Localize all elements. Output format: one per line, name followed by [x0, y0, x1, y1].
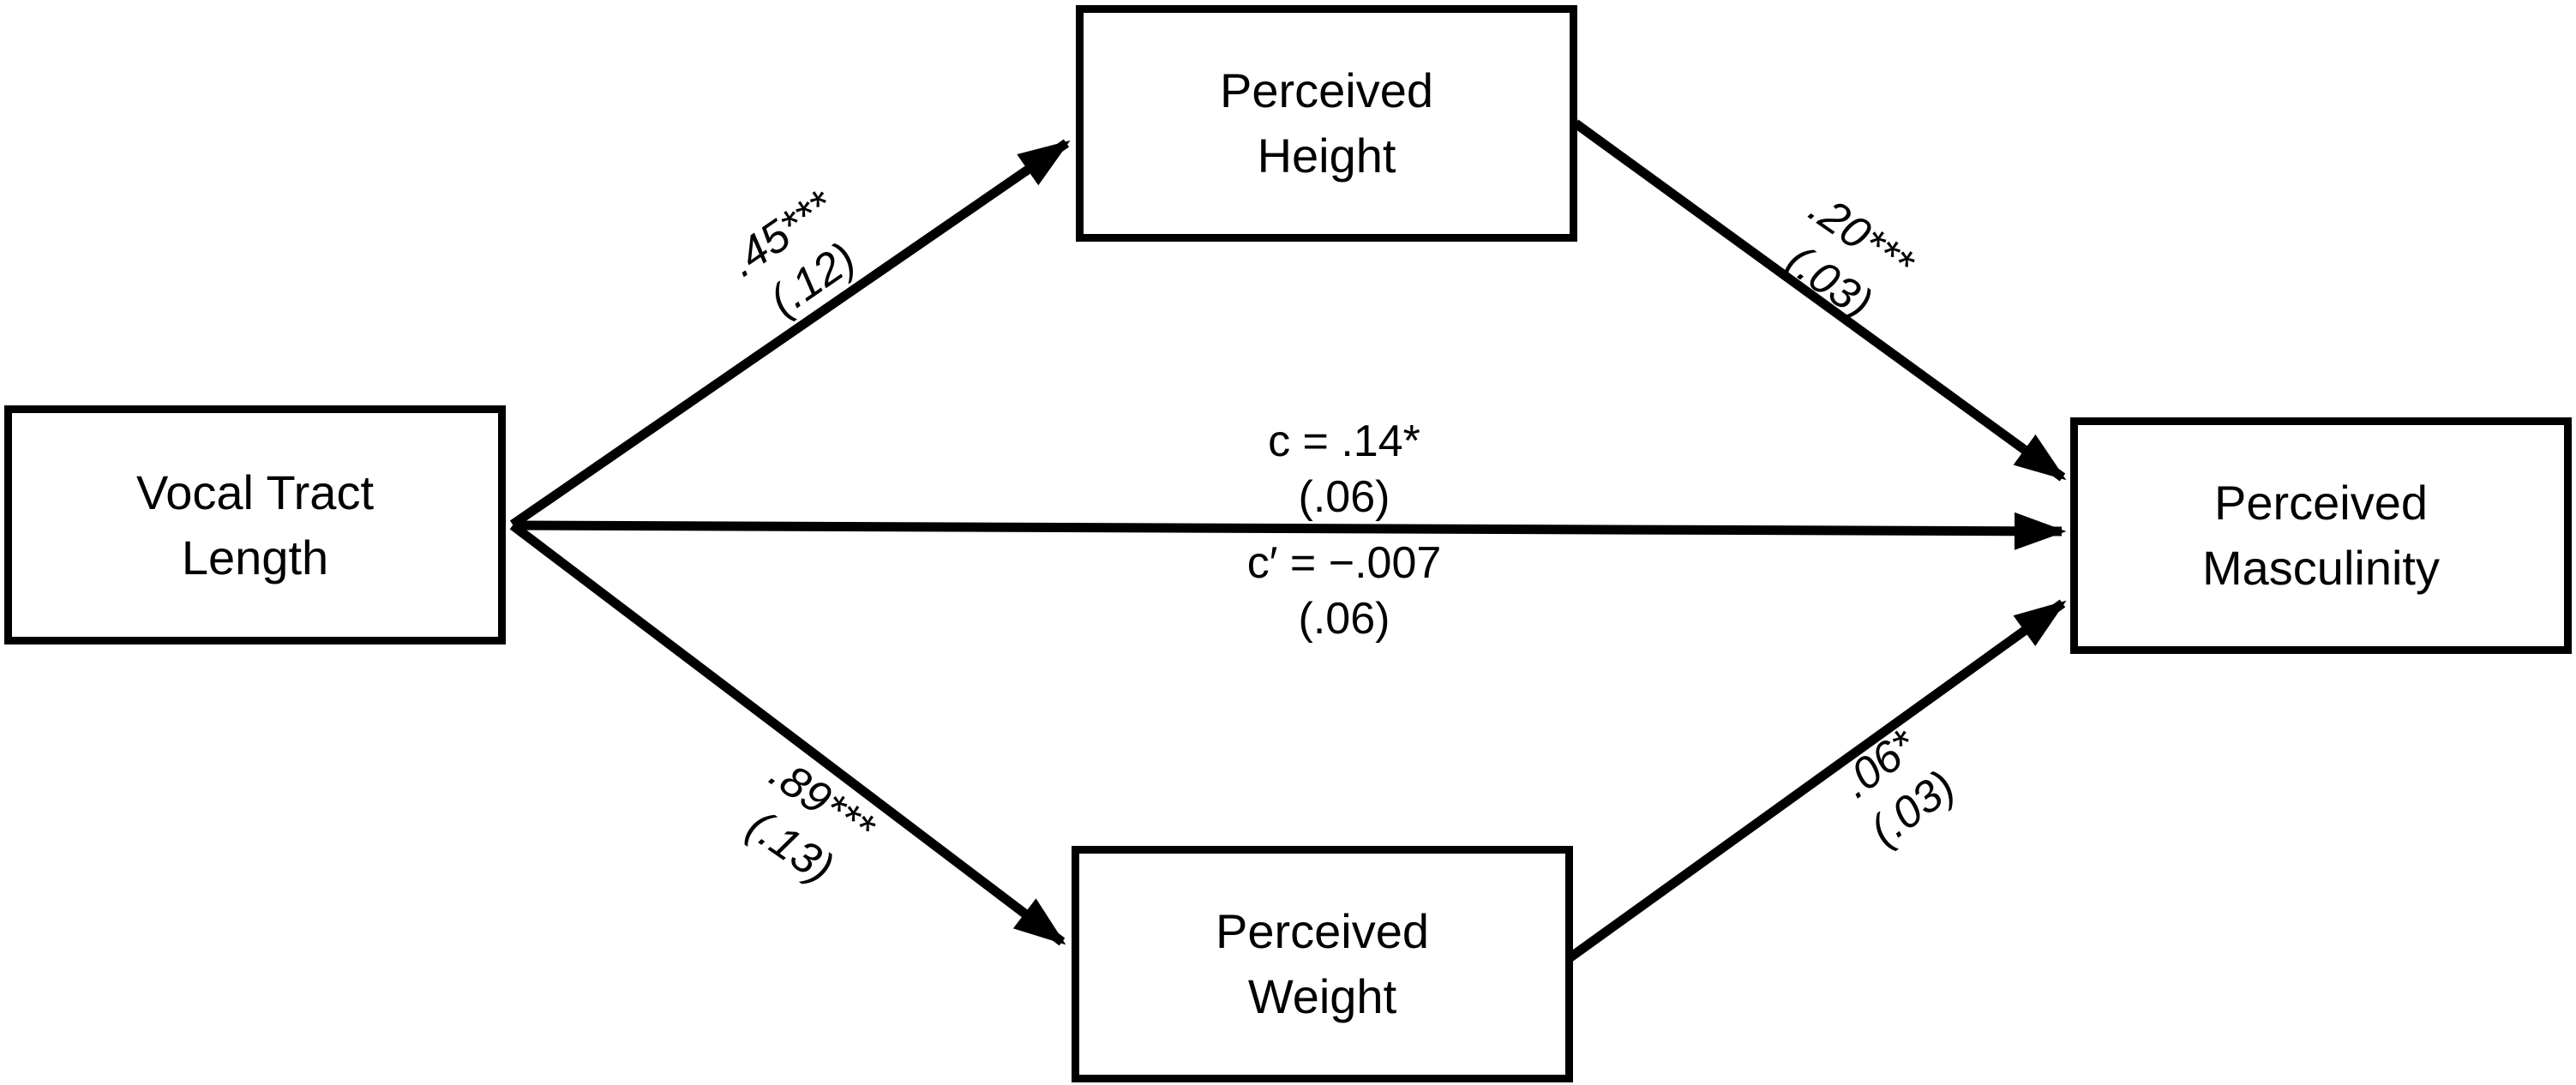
arrow-vtl-to-masculinity: [512, 512, 2067, 550]
path-coefficient: c′ = −.007: [1246, 538, 1442, 588]
arrow-vtl-to-height: [509, 139, 1071, 529]
node-perceived-masculinity: Perceived Masculinity: [2070, 417, 2572, 654]
arrow-height-to-masculinity: [1572, 119, 2067, 482]
label-direct-effect: c′ = −.007 (.06): [1247, 536, 1442, 647]
path-standard-error: (.06): [1298, 472, 1390, 522]
path-coefficient: c = .14*: [1268, 417, 1420, 466]
arrow-vtl-to-weight: [509, 521, 1066, 946]
node-perceived-weight: Perceived Weight: [1072, 846, 1573, 1082]
node-vocal-tract-length: Vocal Tract Length: [4, 405, 506, 644]
label-total-effect: c = .14* (.06): [1268, 414, 1420, 525]
arrow-weight-to-masculinity: [1567, 599, 2067, 962]
node-perceived-height: Perceived Height: [1076, 5, 1577, 242]
path-standard-error: (.06): [1298, 594, 1390, 644]
